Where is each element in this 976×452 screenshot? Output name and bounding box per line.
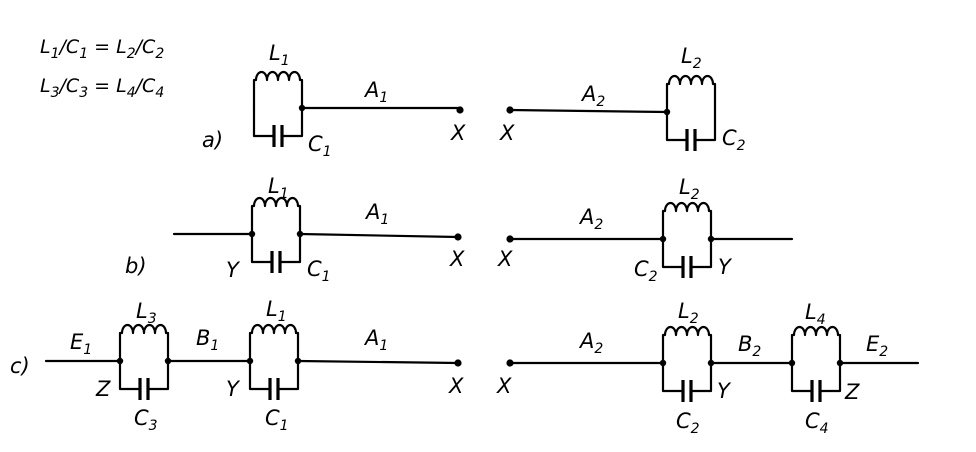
label-Y-left-b: Y [226,258,241,282]
label-A1-c: A1 [363,326,388,354]
label-L2-a: L2 [681,44,702,72]
row-a-label: a) [202,128,223,152]
label-L3: L3 [136,299,157,327]
label-X-right-c: X [496,374,512,398]
label-C2-a: C2 [722,126,746,154]
row-a-circuit [252,70,717,153]
label-E2: E2 [866,332,888,360]
label-L4: L4 [805,300,826,328]
label-Y-left-c: Y [226,377,241,401]
label-A2-c: A2 [578,329,603,357]
label-L1-b: L1 [268,174,289,202]
svg-text:L3/C3 = L4/C4: L3/C3 = L4/C4 [40,75,164,101]
label-C2-c: C2 [676,409,700,437]
label-X-left-b: X [449,247,465,271]
label-C3: C3 [134,406,158,434]
label-Y-right-c: Y [717,379,732,403]
label-A2-b: A2 [578,205,603,233]
equation-1: L1/C1 = L2/C2 [40,36,164,62]
label-L1-a: L1 [269,41,290,69]
label-Z-right: Z [844,380,860,404]
label-L2-c: L2 [678,299,699,327]
label-C1-a: C1 [308,132,332,160]
label-C4: C4 [805,409,829,437]
label-X-left-a: X [450,121,466,145]
label-C1-c: C1 [265,406,289,434]
label-C1-b: C1 [307,257,331,285]
label-X-left-c: X [448,374,464,398]
label-C2-b: C2 [634,257,658,285]
label-L1-c: L1 [266,297,287,325]
label-A1-a: A1 [363,78,388,106]
label-B1: B1 [196,326,219,354]
equation-2: L3/C3 = L4/C4 [40,75,164,101]
label-A1-b: A1 [364,200,389,228]
row-c-label: c) [10,354,30,378]
label-X-right-a: X [499,121,515,145]
label-B2: B2 [738,332,761,360]
label-X-right-b: X [497,247,513,271]
label-E1: E1 [70,330,92,358]
svg-text:L1/C1 = L2/C2: L1/C1 = L2/C2 [40,36,164,62]
row-b-circuit [172,196,794,280]
label-A2-a: A2 [580,82,605,110]
label-Z-left: Z [95,377,111,401]
label-Y-right-b: Y [718,255,733,279]
row-b-label: b) [125,254,147,278]
label-L2-b: L2 [679,175,700,203]
row-c-circuit [44,323,920,404]
